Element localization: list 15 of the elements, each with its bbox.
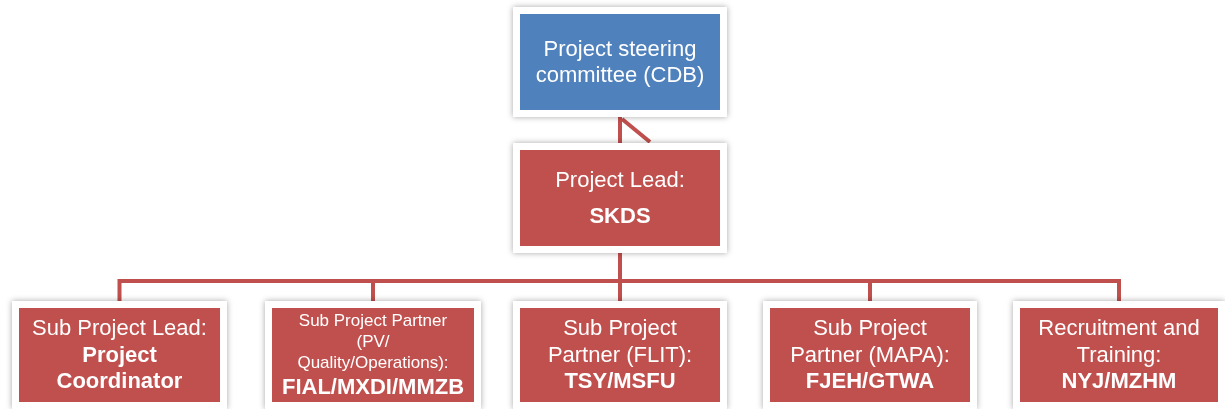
role-holder: FIAL/MXDI/MMZB bbox=[281, 373, 465, 401]
role-title: Sub Project Partner (PV/ Quality/Operations): bbox=[296, 309, 450, 374]
role-title: Sub Project Partner (FLIT): bbox=[546, 315, 694, 369]
role-title: Sub Project Lead: bbox=[32, 315, 207, 342]
role-holder: SKDS bbox=[589, 203, 651, 230]
connector-line bbox=[618, 115, 652, 145]
role-holder: NYJ/MZHM bbox=[1061, 368, 1177, 395]
role-holder: Project Coordinator bbox=[55, 341, 184, 395]
role-title: Project Lead: bbox=[555, 166, 685, 193]
connector-line bbox=[618, 253, 1121, 301]
role-holder: FJEH/GTWA bbox=[805, 368, 935, 395]
role-title: Recruitment and Training: bbox=[1037, 315, 1201, 369]
role-title: Project steering committee (CDB) bbox=[534, 35, 706, 89]
role-holder: TSY/MSFU bbox=[564, 368, 676, 395]
role-title: Sub Project Partner (MAPA): bbox=[789, 315, 951, 369]
